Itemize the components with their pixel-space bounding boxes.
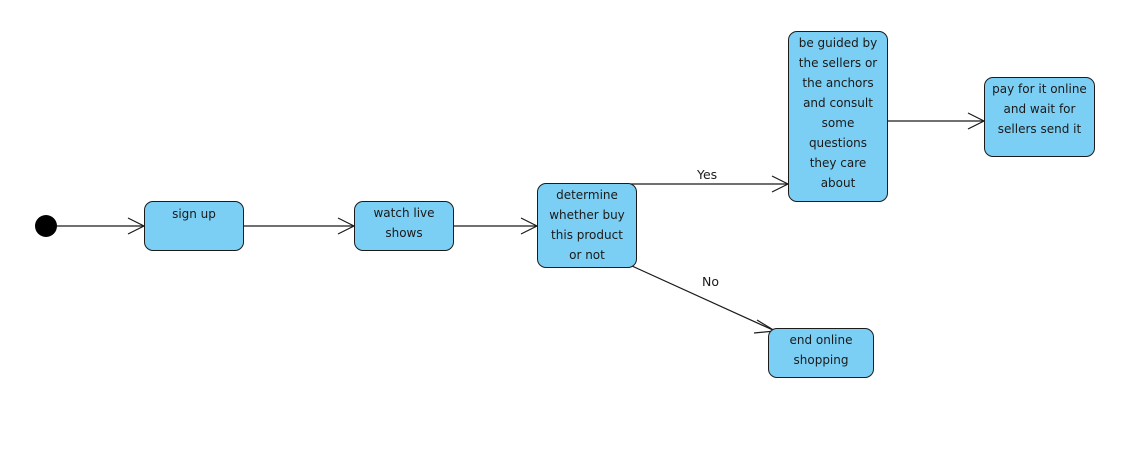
edge-label-no: No: [702, 274, 719, 289]
node-determine-label: determine whether buy this product or no…: [549, 188, 625, 262]
node-end-online-shopping: end online shopping: [768, 328, 874, 378]
node-be-guided: be guided by the sellers or the anchors …: [788, 31, 888, 202]
edge-sign-up-to-watch: [244, 217, 356, 235]
node-pay-online-label: pay for it online and wait for sellers s…: [992, 82, 1087, 136]
start-node: [35, 215, 57, 237]
node-be-guided-label: be guided by the sellers or the anchors …: [798, 36, 878, 190]
node-determine: determine whether buy this product or no…: [537, 183, 637, 268]
node-sign-up-label: sign up: [172, 207, 216, 221]
edge-start-to-sign-up: [57, 217, 146, 235]
node-watch-live-shows-label: watch live shows: [373, 206, 435, 240]
node-pay-online: pay for it online and wait for sellers s…: [984, 77, 1095, 157]
edge-label-yes: Yes: [697, 167, 718, 182]
edge-watch-to-determine: [454, 217, 539, 235]
node-watch-live-shows: watch live shows: [354, 201, 454, 251]
node-end-online-shopping-label: end online shopping: [789, 333, 853, 367]
node-sign-up: sign up: [144, 201, 244, 251]
edge-guided-to-pay: [888, 112, 986, 130]
